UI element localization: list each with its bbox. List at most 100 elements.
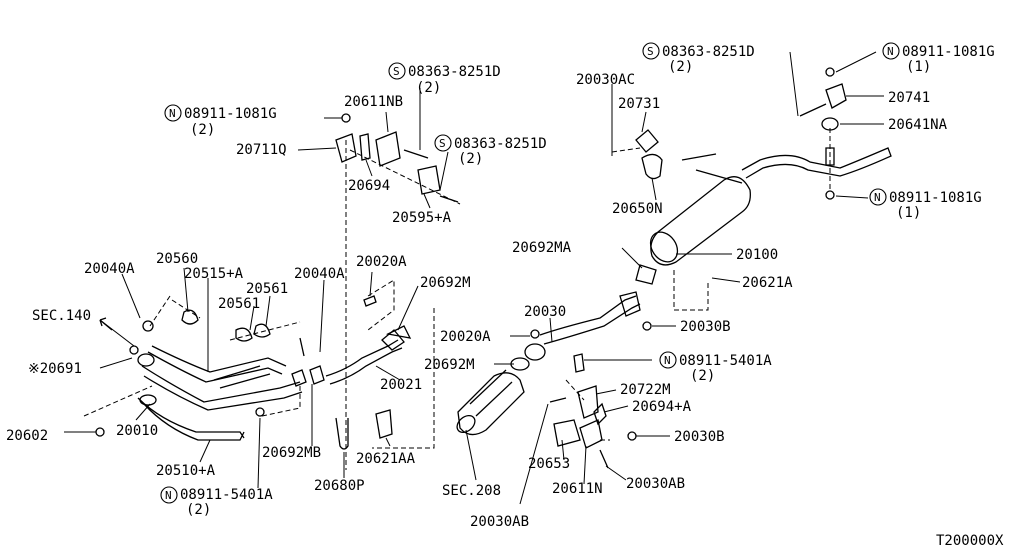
label-20030ab-bottom: 20030AB (470, 514, 529, 530)
label-20021: 20021 (380, 377, 422, 393)
qty-08911-1081g-right: (1) (896, 205, 921, 221)
bracket-20741 (825, 83, 847, 109)
bracket-20731 (635, 129, 659, 153)
sec140-arrow (99, 317, 113, 331)
label-08911-1081g-right: 08911-1081G (889, 190, 982, 206)
leader-lines (64, 51, 884, 505)
qty-08363-8251d-b: (2) (458, 151, 483, 167)
label-20741: 20741 (888, 90, 930, 106)
label-20040a-left: 20040A (84, 261, 135, 277)
label-08363-8251d-a: 08363-8251D (408, 64, 501, 80)
label-sec140: SEC.140 (32, 308, 91, 324)
clamp-20561-a (235, 327, 253, 342)
label-20722m: 20722M (620, 382, 671, 398)
bracket-20621aa (375, 409, 393, 439)
label-20692ma: 20692MA (512, 240, 572, 256)
qty-08363-8251d-a: (2) (416, 80, 441, 96)
nut-symbol-4: N (659, 351, 677, 369)
label-08363-8251d-b: 08363-8251D (454, 136, 547, 152)
qty-08363-8251d-c: (2) (668, 59, 693, 75)
label-20694: 20694 (348, 178, 390, 194)
label-20611nb: 20611NB (344, 94, 403, 110)
label-08911-5401a-right: 08911-5401A (679, 353, 772, 369)
clamp-20561-b (253, 323, 271, 338)
assembly-lines (83, 128, 831, 470)
label-08911-5401a-left: 08911-5401A (180, 487, 273, 503)
label-20020a-top: 20020A (356, 254, 407, 270)
label-20515a: 20515+A (184, 266, 244, 282)
nut-symbol-letter: N (664, 354, 671, 367)
label-20731: 20731 (618, 96, 660, 112)
hanger-20680p (335, 417, 349, 450)
nut-symbol-letter: N (887, 45, 894, 58)
fastener-symbols: N S S S N N N N (160, 42, 900, 504)
main-muffler (649, 153, 751, 266)
label-20595a: 20595+A (392, 210, 452, 226)
nut-rear-bottom (825, 190, 835, 200)
label-20602: 20602 (6, 428, 48, 444)
label-20561-2: 20561 (218, 296, 260, 312)
nut-symbol-3: N (869, 188, 887, 206)
nut-symbol-letter: N (165, 489, 172, 502)
pipe-20515a (147, 345, 287, 383)
label-20692m-center: 20692M (424, 357, 475, 373)
parts-drawing (95, 67, 892, 469)
front-pipe-20021 (325, 339, 403, 385)
nut-symbol-1: N (164, 104, 182, 122)
bracket-20653 (553, 419, 581, 447)
bolt-rear-hanger (799, 103, 827, 117)
screw-symbol-1: S (388, 62, 406, 80)
bracket-20722m (577, 385, 599, 419)
label-20010: 20010 (116, 423, 158, 439)
qty-08911-5401a-left: (2) (186, 502, 211, 518)
qty-08911-5401a-right: (2) (690, 368, 715, 384)
label-20694a: 20694+A (632, 399, 692, 415)
nut-symbol-letter: N (874, 191, 881, 204)
catalytic-converter (456, 369, 525, 436)
label-08363-8251d-c: 08363-8251D (662, 44, 755, 60)
screw-symbol-letter: S (393, 65, 400, 78)
gasket-20692mb-a (291, 369, 307, 387)
label-08911-1081g-left: 08911-1081G (184, 106, 277, 122)
part-labels: 20040A 20560 20515+A 20561 20040A 20561 … (6, 44, 1004, 549)
qty-08911-1081g-left: (2) (190, 122, 215, 138)
bracket-20611nb (375, 131, 401, 167)
pipe-20510a (137, 397, 245, 441)
label-20560: 20560 (156, 251, 198, 267)
center-pipe (539, 295, 641, 345)
label-20040a-right: 20040A (294, 266, 345, 282)
label-20650n: 20650N (612, 201, 663, 217)
clamp-20560 (181, 309, 199, 325)
label-20691: ※20691 (28, 361, 82, 377)
label-20621aa: 20621AA (356, 451, 416, 467)
label-20561: 20561 (246, 281, 288, 297)
label-20621a: 20621A (742, 275, 793, 291)
label-20030: 20030 (524, 304, 566, 320)
label-08911-1081g-top-right: 08911-1081G (902, 44, 995, 60)
nut-symbol-5: N (160, 486, 178, 504)
tail-pipe (741, 147, 892, 179)
bracket-20595a (417, 165, 441, 195)
nut-symbol-2: N (882, 42, 900, 60)
label-20030ac: 20030AC (576, 72, 635, 88)
hanger-20650n (641, 153, 663, 180)
label-20711q: 20711Q (236, 142, 287, 158)
label-20692mb: 20692MB (262, 445, 321, 461)
bracket-20711q (335, 133, 357, 163)
screw-symbol-3: S (642, 42, 660, 60)
label-20030b-upper: 20030B (680, 319, 731, 335)
figure-code: T200000X (936, 533, 1004, 549)
label-20680p: 20680P (314, 478, 365, 494)
label-20030ab-right: 20030AB (626, 476, 685, 492)
label-20611n: 20611N (552, 481, 603, 497)
label-20653: 20653 (528, 456, 570, 472)
label-20100: 20100 (736, 247, 778, 263)
label-sec208: SEC.208 (442, 483, 501, 499)
nut-rear-top (825, 67, 835, 77)
label-20510a: 20510+A (156, 463, 216, 479)
nut-symbol-letter: N (169, 107, 176, 120)
label-20641na: 20641NA (888, 117, 948, 133)
screw-symbol-2: S (434, 134, 452, 152)
screw-symbol-letter: S (647, 45, 654, 58)
